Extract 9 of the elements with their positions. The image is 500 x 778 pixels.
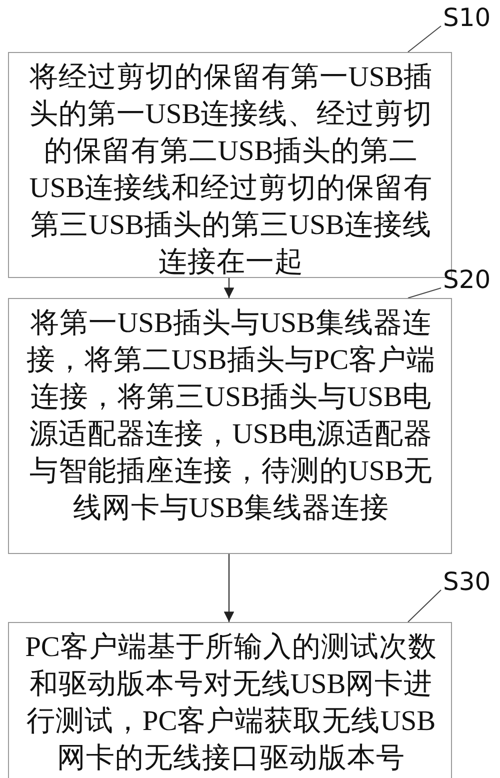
process-box: 将第一USB插头与USB集线器连接，将第二USB插头与PC客户端连接，将第三USB插头与USB电源适配器连接，USB电源适配器与智能插座连接，待测的USB无线网卡与USB集线器连接 <box>8 298 452 554</box>
step-label: S10 <box>443 4 491 32</box>
leader-line <box>408 26 442 52</box>
step-label: S30 <box>443 568 491 596</box>
leader-line <box>408 590 442 622</box>
arrow <box>224 554 234 622</box>
arrow <box>224 278 234 298</box>
process-box: PC客户端基于所输入的测试次数和驱动版本号对无线USB网卡进行测试，PC客户端获取无线USB网卡的无线接口驱动版本号 <box>8 622 452 778</box>
leader-line <box>408 288 442 298</box>
